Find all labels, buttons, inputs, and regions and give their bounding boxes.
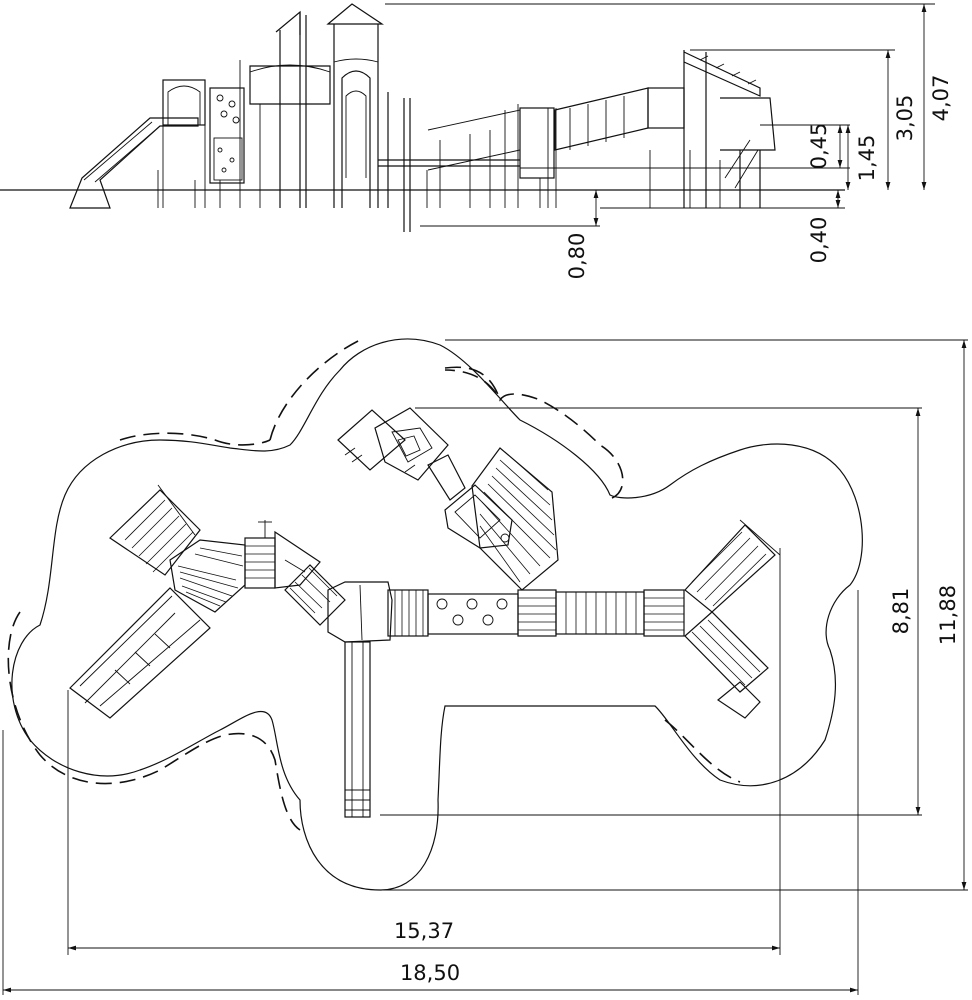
dim-platform-high: 3,05 (893, 95, 917, 142)
dim-footing: 0,40 (807, 217, 831, 264)
elevation-roof-tower (326, 3, 384, 208)
plan-right-lower-ramp (684, 611, 769, 719)
plan-upper-tower (444, 484, 513, 549)
elevation-climbing-wall (209, 60, 245, 208)
plan-central-run (387, 589, 685, 637)
elevation-view: 4,07 3,05 1,45 0,45 0,80 0,40 (0, 3, 953, 280)
elevation-bridge (378, 92, 521, 232)
elevation-right-platform (647, 50, 776, 208)
plan-right-upper-ladder (684, 519, 781, 613)
elevation-posts (194, 150, 721, 208)
dim-safety-width: 18,50 (400, 961, 460, 985)
safety-zone-outline (11, 338, 863, 891)
elevation-slide (69, 117, 199, 209)
dim-post-depth: 0,80 (565, 233, 589, 280)
plan-left-deck (169, 539, 246, 613)
plan-left-ladder (109, 484, 201, 576)
plan-top-frame (337, 407, 466, 501)
elevation-tower-1 (162, 79, 206, 208)
dim-equipment-depth: 8,81 (889, 588, 913, 635)
safety-zone-dashed (7, 339, 741, 831)
plan-left-slide (69, 587, 211, 719)
elevation-platform-center (519, 107, 557, 208)
plan-central-tower (327, 581, 393, 818)
dim-platform-low: 1,45 (855, 135, 879, 182)
dim-total-height: 4,07 (929, 75, 953, 122)
plan-left-roof (244, 520, 276, 589)
plan-dimensions: 8,81 11,88 15,37 18,50 (2, 339, 968, 995)
plan-view: 8,81 11,88 15,37 18,50 (2, 338, 968, 995)
elevation-dimensions: 4,07 3,05 1,45 0,45 0,80 0,40 (385, 3, 953, 280)
elevation-tall-tower (249, 10, 331, 208)
plan-diagonal-bridge (284, 564, 346, 626)
elevation-rope-bridge (554, 87, 649, 151)
plan-upper-deck (471, 447, 559, 591)
dim-equipment-width: 15,37 (394, 919, 454, 943)
dim-safety-depth: 11,88 (936, 585, 960, 645)
plan-sail (274, 530, 321, 589)
dim-step: 0,45 (807, 123, 831, 170)
